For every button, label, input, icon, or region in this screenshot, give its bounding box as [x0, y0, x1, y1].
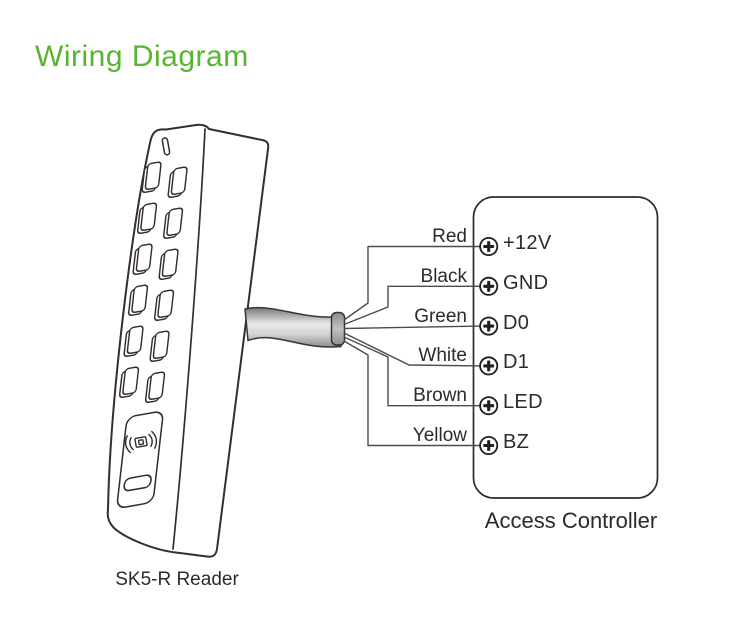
terminal-label-gnd: GND — [503, 272, 549, 294]
wire-label-brown: Brown — [413, 385, 467, 406]
cable — [244, 306, 346, 348]
led-slot — [161, 137, 171, 156]
terminal-screw-bz — [479, 435, 499, 456]
wire-label-yellow: Yellow — [412, 425, 467, 446]
wire-brown — [343, 336, 480, 407]
reader-caption: SK5-R Reader — [115, 569, 239, 590]
terminal-label-led: LED — [503, 391, 543, 413]
wire-green — [343, 325, 481, 330]
terminal-screw-gnd — [479, 276, 499, 296]
terminal-label-12v: +12V — [503, 232, 552, 254]
terminal-label-d1: D1 — [503, 351, 530, 373]
wire-red — [343, 245, 480, 321]
rfid-panel — [116, 411, 164, 508]
reader-front-edge — [172, 128, 206, 550]
wire-label-black: Black — [420, 266, 467, 287]
terminal-screw-d0 — [479, 316, 499, 336]
cable-end-cap — [330, 311, 346, 346]
wire-yellow — [343, 340, 480, 447]
cable-body — [244, 306, 342, 348]
controller-caption: Access Controller — [484, 508, 658, 533]
wire-label-green: Green — [414, 306, 467, 327]
terminal-label-d0: D0 — [503, 312, 530, 334]
terminal-screw-d1 — [479, 356, 499, 376]
wire-black — [343, 285, 480, 326]
terminals — [479, 236, 499, 456]
reader-device — [106, 123, 270, 558]
terminal-label-bz: BZ — [503, 431, 530, 453]
terminal-screw-12v — [479, 236, 499, 257]
page-title: Wiring Diagram — [35, 40, 249, 73]
controller-box — [472, 196, 659, 499]
wires — [343, 245, 481, 447]
rfid-card-icon — [124, 430, 158, 454]
terminal-screw-led — [479, 396, 499, 416]
wire-label-red: Red — [432, 226, 467, 247]
wire-label-white: White — [418, 345, 467, 366]
card-slot — [123, 474, 152, 492]
wire-white — [343, 332, 481, 367]
